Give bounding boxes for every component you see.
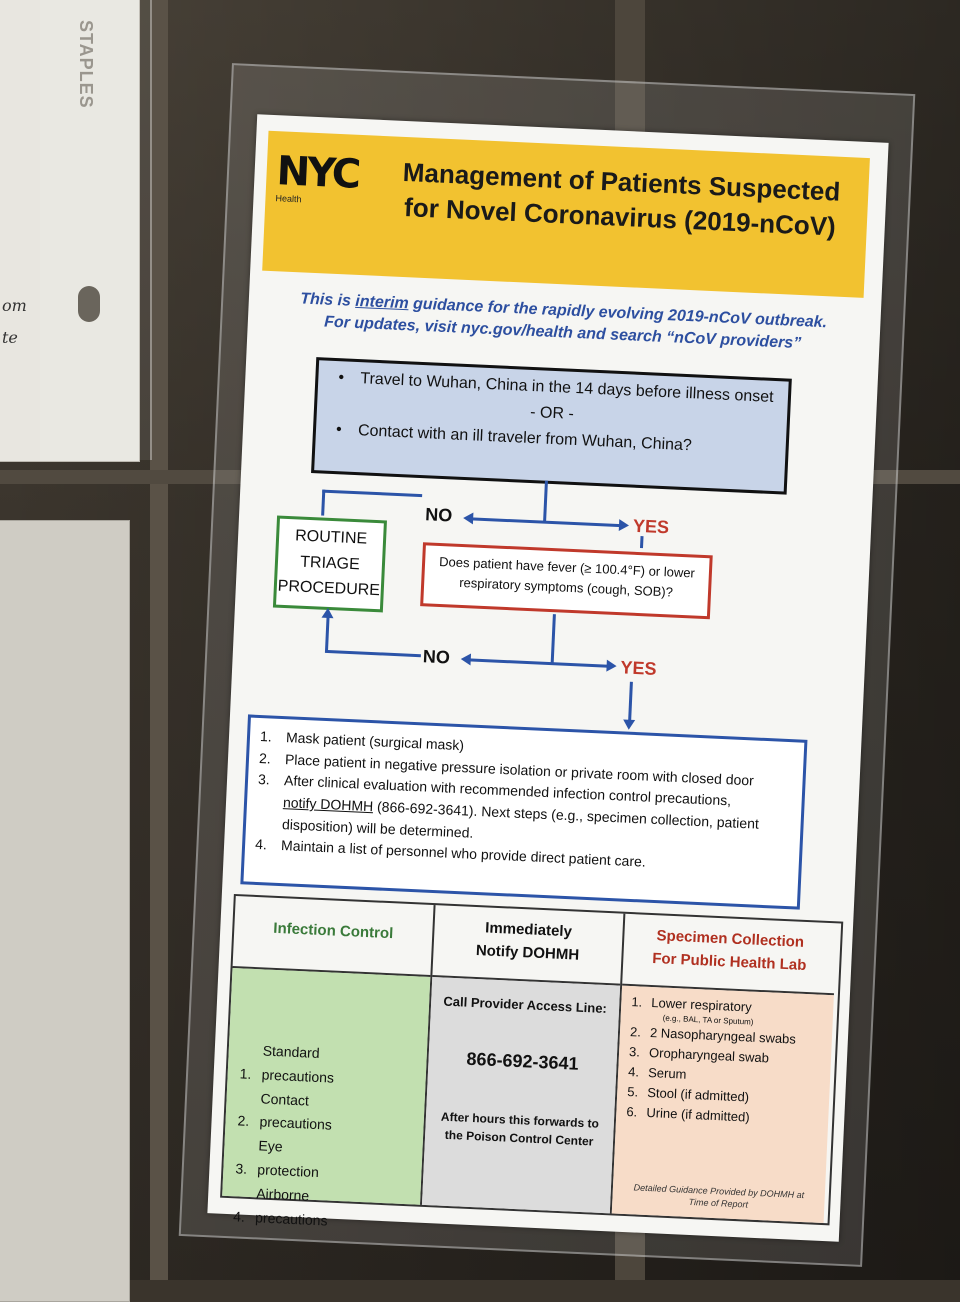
bullet-1: • [338, 369, 345, 387]
infection-control-column: Infection Control 1. Standard precautions… [222, 896, 436, 1228]
left-paper-sheet [0, 0, 140, 462]
interim-underlined: interim [355, 292, 410, 313]
ic-item-2-text: Contact precautions [259, 1089, 333, 1134]
flow-line-down-1 [543, 480, 548, 523]
interim-pre: This is [299, 290, 356, 310]
ic-item-4-num: 4. [232, 1207, 246, 1225]
sp-item-5-text: Stool (if admitted) [646, 1085, 750, 1105]
ic-item-1-text: Standard precautions [261, 1042, 335, 1086]
binder-hole [78, 286, 100, 322]
notify-head: Immediately Notify DOHMH [432, 905, 624, 986]
left-paper-sheet-lower [0, 520, 130, 1302]
flow-line-no-1 [322, 489, 423, 498]
ic-item-3-num: 3. [235, 1160, 248, 1177]
infection-control-head: Infection Control [232, 896, 434, 977]
arrow-left-1 [462, 511, 474, 525]
poster: NYC Health Management of Patients Suspec… [207, 114, 889, 1242]
sp-item-1-num: 1. [631, 994, 643, 1010]
specimen-column: Specimen Collection For Public Health La… [611, 913, 838, 1224]
flow-line-yes-2-down [628, 681, 633, 722]
ic-item-4-text: Airborne precautions [255, 1185, 328, 1228]
phone-number: 866-692-3641 [466, 1048, 580, 1074]
flow-line-yes-1-down [639, 536, 644, 549]
sp-item-4-num: 4. [627, 1064, 640, 1080]
after-hours: After hours this forwards to the Poison … [429, 1107, 610, 1151]
sp-item-3-num: 3. [628, 1043, 641, 1060]
sp-item-3-text: Oropharyngeal swab [648, 1044, 770, 1066]
side-text-1: om [2, 296, 27, 315]
arrow-left-2 [460, 653, 472, 666]
routine-triage-box: ROUTINE TRIAGE PROCEDURE [272, 515, 387, 613]
arrow-down-2 [622, 719, 636, 730]
specimen-footnote: Detailed Guidance Provided by DOHMH at T… [616, 1180, 821, 1214]
step-3-phone: (866-692-3641) [372, 798, 474, 819]
step-2-num: 2. [258, 749, 272, 767]
yes-label-2: YES [620, 657, 658, 679]
yes-label-1: YES [632, 515, 670, 538]
arrow-right-2 [606, 659, 617, 673]
call-line: Call Provider Access Line: [443, 993, 608, 1017]
poster-header: NYC Health Management of Patients Suspec… [262, 130, 870, 298]
specimen-head: Specimen Collection For Public Health La… [622, 913, 838, 996]
fever-question-box: Does patient have fever (≥ 100.4°F) or l… [420, 542, 713, 620]
infection-control-list: 1. Standard precautions 2. Contact precaut… [232, 1038, 335, 1231]
flow-line-down-2 [550, 614, 556, 665]
step-1-num: 1. [259, 728, 273, 745]
interim-guidance: This is interim guidance for the rapidly… [267, 287, 858, 358]
arrow-up-2 [321, 607, 334, 619]
logo-mark: NYC [275, 148, 360, 198]
staples-label: STAPLES [76, 20, 96, 109]
action-table: Infection Control 1. Standard precautions… [220, 893, 844, 1228]
step-4-num: 4. [254, 836, 268, 853]
ic-item-3-text: Eye protection [257, 1137, 320, 1181]
nyc-health-logo: NYC Health [275, 148, 360, 207]
sp-item-5-num: 5. [626, 1084, 639, 1100]
ic-item-2: 2. Contact precautions [237, 1086, 333, 1136]
notify-column: Immediately Notify DOHMH Call Provider A… [421, 905, 626, 1214]
flow-line-no-2-up [324, 615, 330, 652]
window-frame-left [150, 0, 168, 1280]
ic-item-2-num: 2. [237, 1112, 250, 1130]
step-3-num: 3. [257, 771, 271, 788]
step-3-notify: notify DOHMH [282, 794, 374, 815]
flow-line-split-2 [468, 658, 609, 668]
sp-item-4-text: Serum [647, 1064, 687, 1082]
sp-item-6-text: Urine (if admitted) [646, 1105, 750, 1125]
poster-title: Management of Patients Suspected for Nov… [384, 154, 857, 245]
travel-question-box: •Travel to Wuhan, China in the 14 days b… [311, 357, 792, 495]
sp-item-2-num: 2. [629, 1023, 642, 1040]
routine-line-1: ROUTINE [294, 527, 368, 548]
ic-item-1-num: 1. [239, 1065, 252, 1082]
steps-box: 1.Mask patient (surgical mask) 2.Place p… [240, 714, 808, 910]
arrow-right-1 [618, 519, 630, 532]
no-label-2: NO [422, 646, 451, 668]
ic-item-1: 1. Standard precautions [239, 1038, 335, 1088]
specimen-list: 1.Lower respiratory (e.g., BAL, TA or Sp… [626, 992, 830, 1131]
sheet-protector [40, 0, 152, 460]
ic-item-3: 3. Eye protection [235, 1134, 320, 1184]
routine-line-3: PROCEDURE [277, 577, 381, 600]
no-label-1: NO [424, 504, 453, 526]
ic-item-4: 4. Airborne precautions [232, 1181, 328, 1231]
side-text-2: te [2, 328, 18, 347]
sp-item-1-text: Lower respiratory [651, 995, 753, 1015]
sp-item-6-num: 6. [626, 1104, 638, 1120]
flow-line-no-2 [324, 649, 421, 658]
bullet-2: • [335, 421, 343, 439]
flow-line-no-1-down [321, 489, 326, 516]
